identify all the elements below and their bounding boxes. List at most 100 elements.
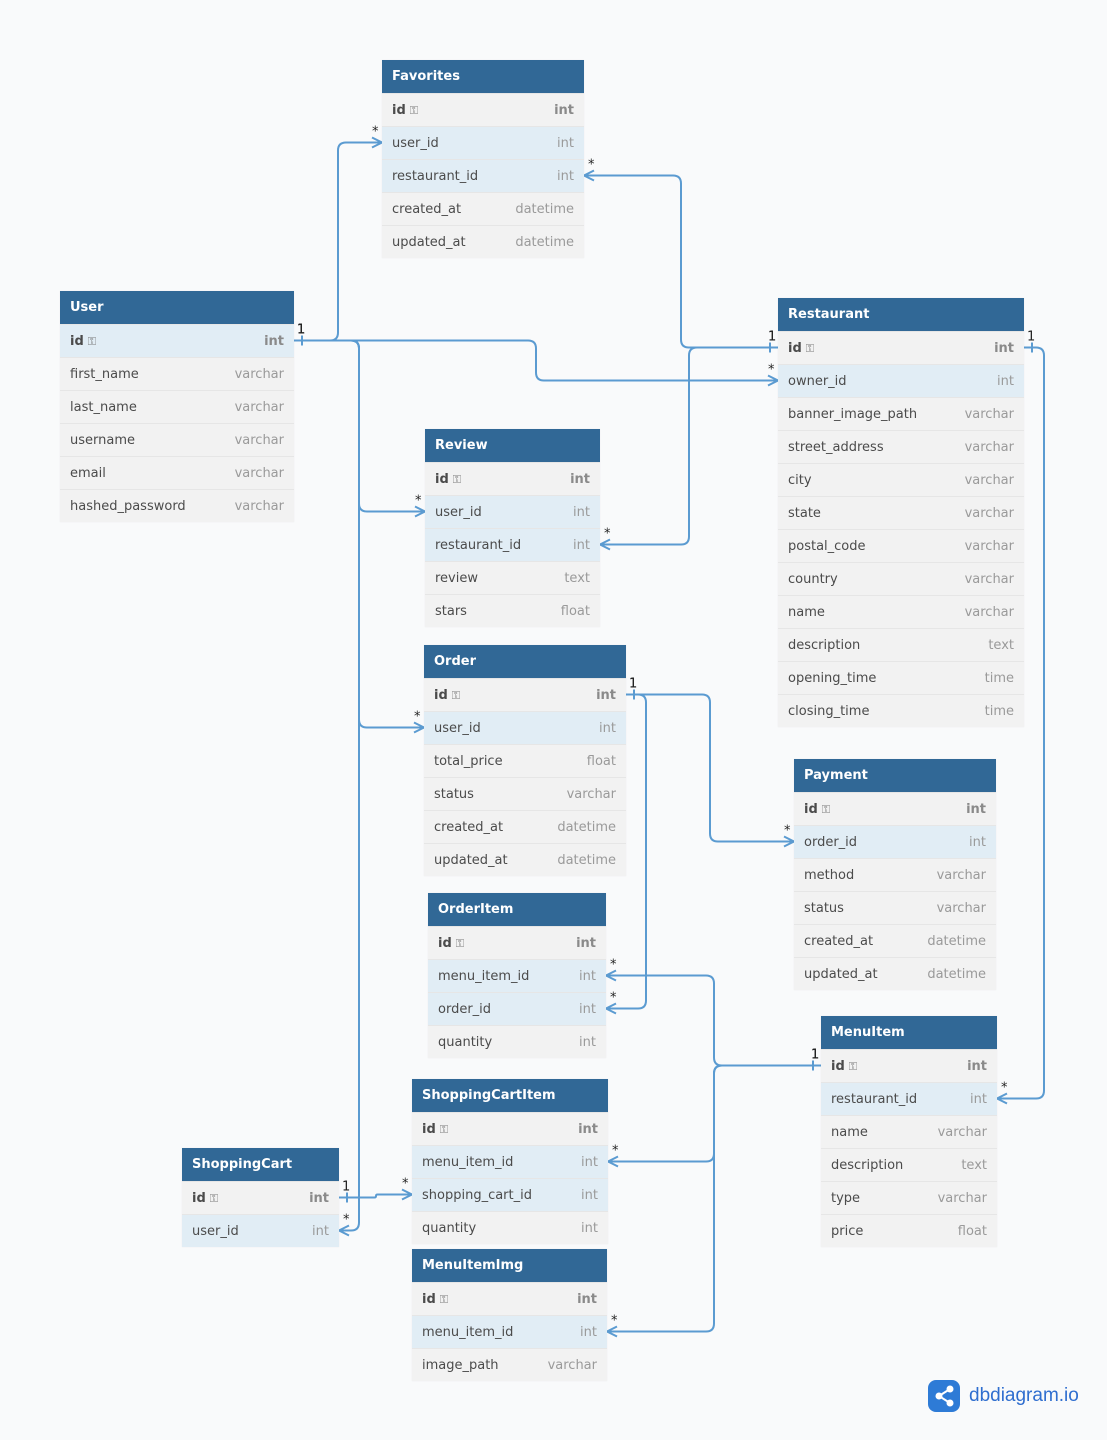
table-header[interactable]: Review <box>425 429 600 462</box>
relation-line[interactable] <box>606 974 821 1067</box>
column-name: name <box>788 605 825 620</box>
relation-line[interactable] <box>294 141 382 342</box>
column-row[interactable]: id⚿int <box>182 1181 339 1214</box>
table-header[interactable]: ShoppingCartItem <box>412 1079 608 1112</box>
relation-line[interactable] <box>584 174 778 349</box>
relation-line[interactable] <box>607 1064 821 1333</box>
column-name: updated_at <box>434 853 508 868</box>
column-row[interactable]: id⚿int <box>425 462 600 495</box>
relation-line[interactable] <box>339 1193 412 1199</box>
relation-line[interactable] <box>294 339 778 382</box>
relation-line[interactable] <box>294 339 360 1232</box>
column-type: varchar <box>964 440 1014 455</box>
column-row[interactable]: id⚿int <box>412 1282 607 1315</box>
column-row[interactable]: id⚿int <box>60 324 294 357</box>
table-header[interactable]: ShoppingCart <box>182 1148 339 1181</box>
relation-line[interactable] <box>626 693 794 843</box>
column-row[interactable]: id⚿int <box>428 926 606 959</box>
table-header[interactable]: OrderItem <box>428 893 606 926</box>
column-row[interactable]: id⚿int <box>778 331 1024 364</box>
column-row[interactable]: id⚿int <box>821 1049 997 1082</box>
column-row[interactable]: id⚿int <box>412 1112 608 1145</box>
column-type: varchar <box>234 499 284 514</box>
table-header[interactable]: Order <box>424 645 626 678</box>
table-header[interactable]: User <box>60 291 294 324</box>
cardinality-label: 1 <box>811 1048 819 1063</box>
relation-line[interactable] <box>606 693 647 1010</box>
table-header[interactable]: MenuItemImg <box>412 1249 607 1282</box>
relation-line[interactable] <box>600 346 778 546</box>
column-name: state <box>788 506 821 521</box>
table-header[interactable]: Restaurant <box>778 298 1024 331</box>
relation-line[interactable] <box>997 346 1045 1100</box>
table-header[interactable]: MenuItem <box>821 1016 997 1049</box>
brand[interactable]: dbdiagram.io <box>928 1380 1079 1412</box>
table-header[interactable]: Payment <box>794 759 996 792</box>
column-name: created_at <box>434 820 504 835</box>
column-row[interactable]: id⚿int <box>424 678 626 711</box>
column-row[interactable]: id⚿int <box>382 93 584 126</box>
column-row[interactable]: id⚿int <box>794 792 996 825</box>
table-header[interactable]: Favorites <box>382 60 584 93</box>
